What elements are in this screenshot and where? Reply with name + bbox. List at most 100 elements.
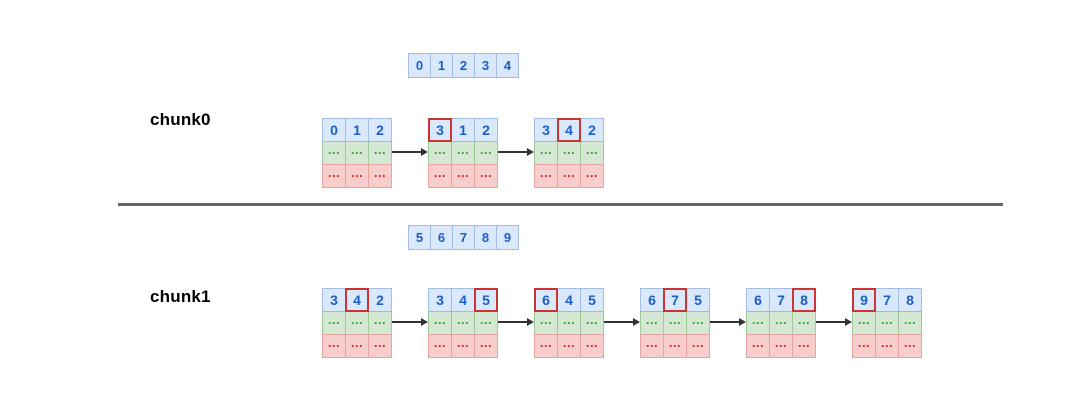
cell-value: 7 bbox=[883, 292, 891, 308]
index-cell: 4 bbox=[451, 288, 475, 312]
dots-text: ... bbox=[327, 334, 341, 350]
dots-text: ... bbox=[774, 334, 788, 350]
arrow-shaft bbox=[816, 321, 846, 323]
highlighted-index-cell: 7 bbox=[663, 288, 687, 312]
dots-cell: ... bbox=[580, 141, 604, 165]
dots-text: ... bbox=[479, 311, 493, 327]
array-cell: 5 bbox=[408, 225, 431, 250]
arrow-head-icon bbox=[739, 318, 746, 326]
arrow-shaft bbox=[392, 321, 422, 323]
index-cell: 2 bbox=[580, 118, 604, 142]
flow-arrow bbox=[604, 288, 640, 358]
section-divider bbox=[118, 203, 1003, 206]
dots-cell: ... bbox=[580, 311, 604, 335]
dots-cell: ... bbox=[875, 334, 899, 358]
dots-text: ... bbox=[797, 334, 811, 350]
dots-text: ... bbox=[327, 141, 341, 157]
dots-cell: ... bbox=[322, 164, 346, 188]
dots-text: ... bbox=[539, 164, 553, 180]
dots-cell: ... bbox=[534, 311, 558, 335]
dots-cell: ... bbox=[368, 334, 392, 358]
arrow-head-icon bbox=[633, 318, 640, 326]
dots-cell: ... bbox=[474, 311, 498, 335]
index-cell: 7 bbox=[769, 288, 793, 312]
dots-cell: ... bbox=[322, 141, 346, 165]
cell-value: 4 bbox=[353, 292, 361, 308]
dots-cell: ... bbox=[686, 334, 710, 358]
dots-text: ... bbox=[350, 141, 364, 157]
array-cell: 7 bbox=[452, 225, 475, 250]
dots-cell: ... bbox=[534, 141, 558, 165]
red-data-row: ......... bbox=[534, 164, 604, 188]
dots-text: ... bbox=[562, 164, 576, 180]
index-cell: 1 bbox=[451, 118, 475, 142]
dots-text: ... bbox=[539, 141, 553, 157]
index-cell: 5 bbox=[686, 288, 710, 312]
cell-value: 6 bbox=[648, 292, 656, 308]
dots-text: ... bbox=[539, 311, 553, 327]
dots-text: ... bbox=[585, 311, 599, 327]
dots-cell: ... bbox=[451, 164, 475, 188]
dots-text: ... bbox=[645, 311, 659, 327]
flow-arrow bbox=[392, 118, 428, 188]
index-cell: 2 bbox=[368, 118, 392, 142]
red-data-row: ......... bbox=[534, 334, 604, 358]
dots-cell: ... bbox=[474, 164, 498, 188]
green-data-row: ......... bbox=[746, 311, 816, 335]
dots-text: ... bbox=[857, 334, 871, 350]
flow-arrow bbox=[392, 288, 428, 358]
dots-text: ... bbox=[903, 334, 917, 350]
dots-cell: ... bbox=[474, 334, 498, 358]
dots-text: ... bbox=[751, 334, 765, 350]
red-data-row: ......... bbox=[322, 334, 392, 358]
arrow-head-icon bbox=[527, 318, 534, 326]
dots-cell: ... bbox=[451, 311, 475, 335]
dots-text: ... bbox=[456, 141, 470, 157]
dots-text: ... bbox=[880, 311, 894, 327]
dots-cell: ... bbox=[852, 334, 876, 358]
flow-arrow bbox=[498, 288, 534, 358]
green-data-row: ......... bbox=[852, 311, 922, 335]
cell-value: 3 bbox=[542, 122, 550, 138]
green-data-row: ......... bbox=[322, 311, 392, 335]
dots-text: ... bbox=[797, 311, 811, 327]
green-data-row: ......... bbox=[428, 141, 498, 165]
arrow-shaft bbox=[392, 151, 422, 153]
cell-value: 8 bbox=[800, 292, 808, 308]
cell-value: 5 bbox=[482, 292, 490, 308]
dots-cell: ... bbox=[322, 334, 346, 358]
cell-value: 4 bbox=[565, 122, 573, 138]
green-data-row: ......... bbox=[428, 311, 498, 335]
dots-text: ... bbox=[585, 334, 599, 350]
arrow-head-icon bbox=[421, 318, 428, 326]
highlighted-index-cell: 6 bbox=[534, 288, 558, 312]
dots-cell: ... bbox=[663, 311, 687, 335]
index-cell: 3 bbox=[322, 288, 346, 312]
dots-cell: ... bbox=[875, 311, 899, 335]
arrow-head-icon bbox=[421, 148, 428, 156]
dots-cell: ... bbox=[451, 334, 475, 358]
red-data-row: ......... bbox=[640, 334, 710, 358]
dots-text: ... bbox=[751, 311, 765, 327]
dots-cell: ... bbox=[345, 334, 369, 358]
cell-value: 6 bbox=[542, 292, 550, 308]
dots-cell: ... bbox=[792, 311, 816, 335]
dots-text: ... bbox=[373, 334, 387, 350]
dots-cell: ... bbox=[557, 141, 581, 165]
dots-text: ... bbox=[433, 164, 447, 180]
dots-text: ... bbox=[350, 311, 364, 327]
dots-text: ... bbox=[479, 334, 493, 350]
dots-text: ... bbox=[857, 311, 871, 327]
array-cell: 6 bbox=[430, 225, 453, 250]
array-cell: 4 bbox=[496, 53, 519, 78]
cell-value: 0 bbox=[330, 122, 338, 138]
dots-cell: ... bbox=[746, 334, 770, 358]
